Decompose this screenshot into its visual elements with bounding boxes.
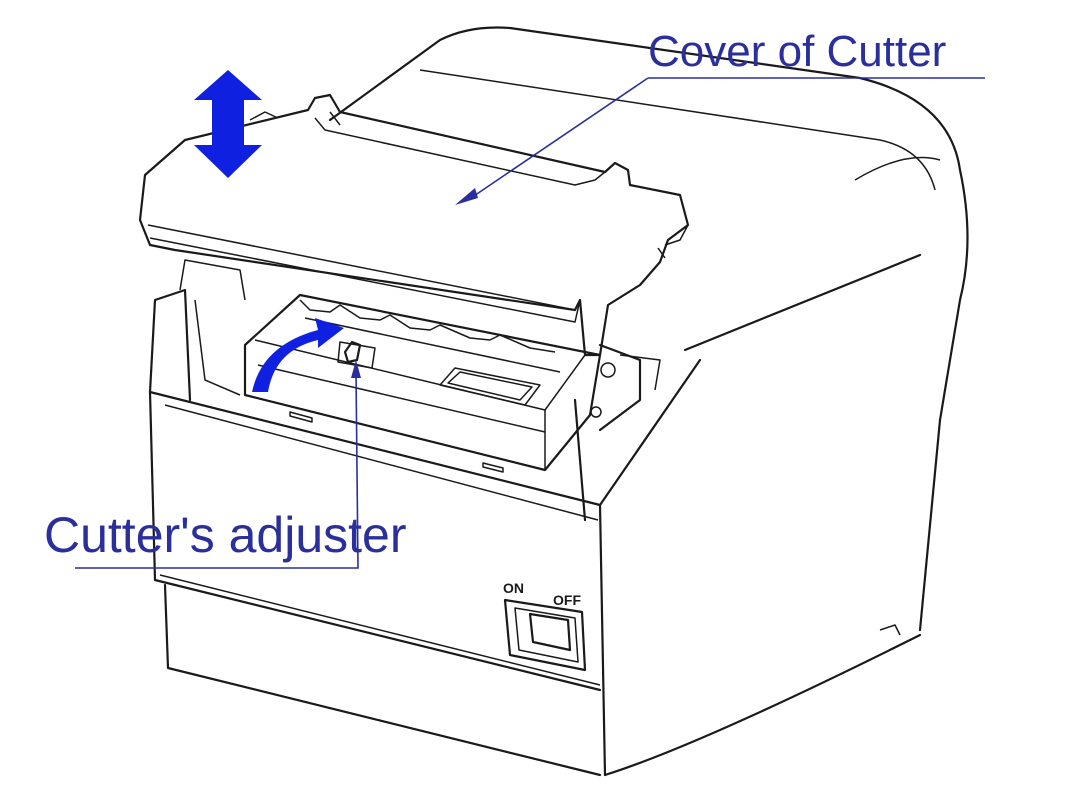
adjuster-callout-leader: [75, 360, 361, 569]
cover-callout-leader: [455, 77, 985, 205]
switch-on-label: ON: [503, 580, 524, 596]
cover-of-cutter-label: Cover of Cutter: [648, 27, 947, 76]
cutter-cover: [138, 93, 690, 357]
curved-rotate-arrow-icon: [252, 318, 344, 392]
cutter-mechanism: [243, 293, 661, 522]
double-headed-up-down-arrow-icon: [194, 70, 262, 178]
printer-body: [148, 26, 969, 777]
switch-off-label: OFF: [553, 592, 581, 608]
power-switch: [503, 598, 587, 672]
cutters-adjuster-label: Cutter's adjuster: [44, 507, 407, 563]
